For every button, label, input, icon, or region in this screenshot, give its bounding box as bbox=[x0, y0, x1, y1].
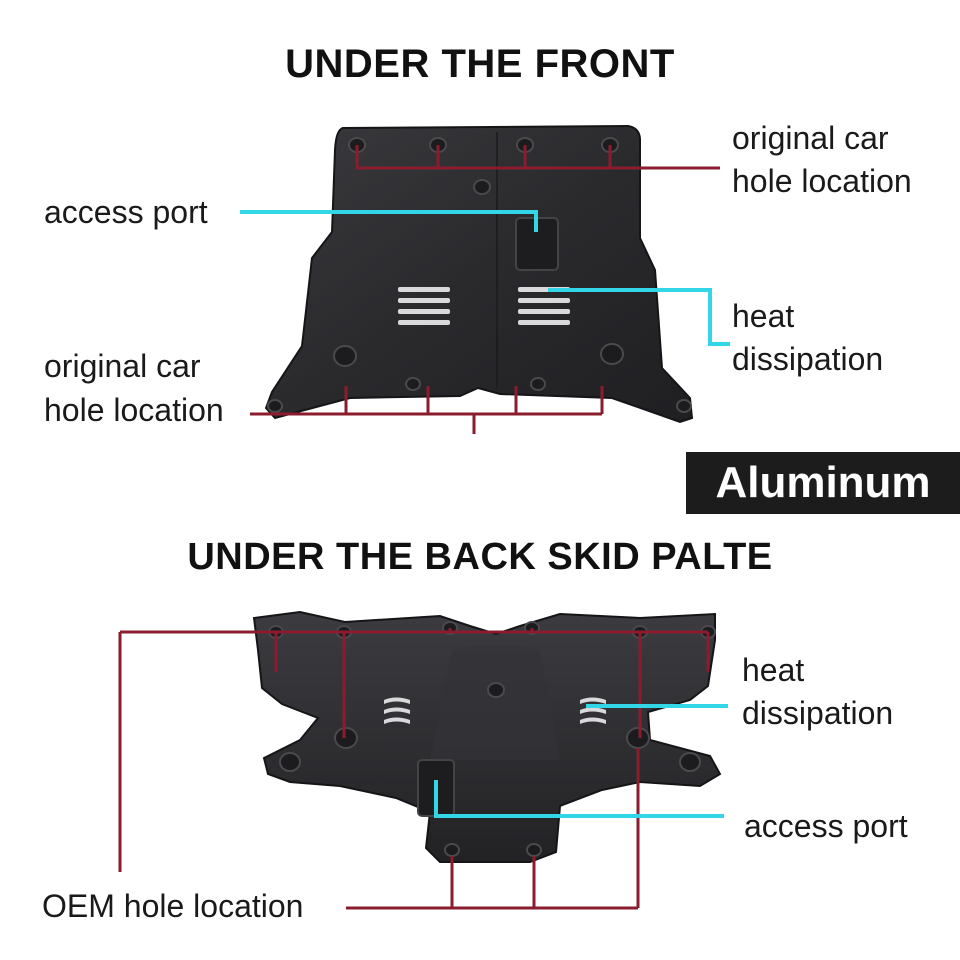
back-label-access-port: access port bbox=[744, 808, 908, 844]
front-label-original-hole-top-line2: hole location bbox=[732, 163, 912, 199]
front-label-heat-line2: dissipation bbox=[732, 341, 884, 377]
front-hole-callout-lines bbox=[250, 145, 720, 434]
back-label-oem-hole-location: OEM hole location bbox=[42, 888, 304, 924]
front-section-title: UNDER THE FRONT bbox=[285, 42, 675, 86]
material-badge: Aluminum bbox=[686, 452, 960, 514]
front-label-original-hole-bottom-line2: hole location bbox=[44, 392, 224, 428]
front-feature-callout-lines bbox=[240, 210, 730, 346]
back-label-heat-line2: dissipation bbox=[742, 695, 894, 731]
front-label-original-hole-bottom-line1: original car bbox=[44, 348, 201, 384]
back-feature-callout-lines bbox=[434, 704, 728, 818]
front-skid-plate-icon bbox=[264, 124, 694, 424]
back-skid-plate-icon bbox=[252, 610, 722, 863]
front-label-access-port: access port bbox=[44, 194, 208, 230]
back-section-title: UNDER THE BACK SKID PALTE bbox=[187, 536, 773, 578]
front-label-original-hole-top-line1: original car bbox=[732, 120, 889, 156]
front-label-heat-line1: heat bbox=[732, 298, 795, 334]
back-label-heat-line1: heat bbox=[742, 652, 805, 688]
back-hole-callout-lines bbox=[118, 628, 710, 910]
